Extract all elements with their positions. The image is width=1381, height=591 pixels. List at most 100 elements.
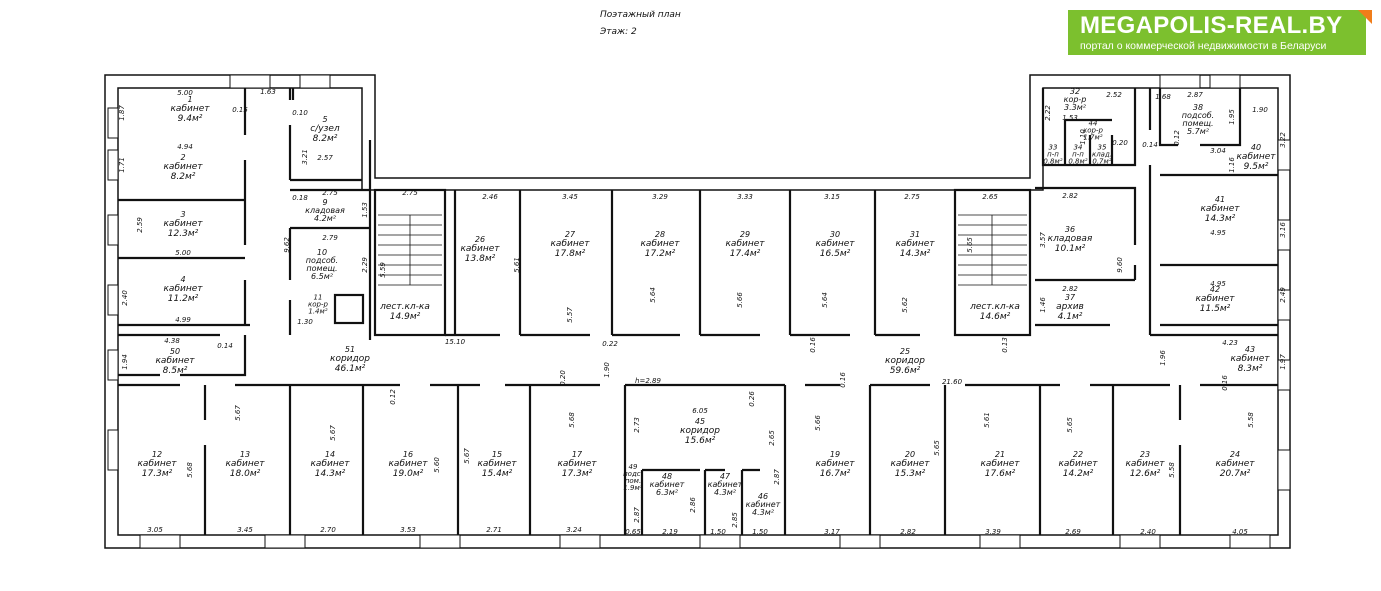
dimension-label: 0.16 xyxy=(809,337,817,353)
room-num: 21 xyxy=(994,450,1006,459)
room-name: кабинет xyxy=(163,162,203,172)
dimension-label: 2.71 xyxy=(486,526,502,534)
room-name: кабинет xyxy=(1125,459,1165,469)
room-num: 35 xyxy=(1097,143,1107,152)
room-area: 14.3м² xyxy=(314,469,346,479)
dimension-label: 5.00 xyxy=(175,249,191,257)
dimension-label: 1.10 xyxy=(1079,129,1087,145)
dimension-label: 1.95 xyxy=(1228,109,1236,125)
room-num: 12 xyxy=(151,450,163,459)
floor-label: Этаж: 2 xyxy=(600,27,637,37)
room-num: 5 xyxy=(322,115,328,124)
room-num: 46 xyxy=(757,492,769,501)
dimension-label: 5.67 xyxy=(463,448,471,464)
room-name: кладовая xyxy=(1047,234,1093,244)
room-num: 28 xyxy=(654,230,666,239)
room-name: кабинет xyxy=(1236,152,1276,162)
dimension-label: 0.15 xyxy=(232,106,248,114)
room-num: 15 xyxy=(491,450,503,459)
room-area: 17.2м² xyxy=(644,249,676,259)
dimension-label: 1.68 xyxy=(1155,93,1171,101)
room-area: 12.3м² xyxy=(167,229,199,239)
room-num: 31 xyxy=(909,230,921,239)
dimension-label: 4.95 xyxy=(1210,280,1226,288)
dimension-label: 0.22 xyxy=(602,340,618,348)
room-num: 44 xyxy=(1088,119,1098,128)
room-num: 17 xyxy=(571,450,583,459)
room-num: 33 xyxy=(1048,143,1058,152)
megapolis-logo[interactable]: MEGAPOLIS-REAL.BY портал о коммерческой … xyxy=(1068,10,1372,55)
dimension-label: 4.05 xyxy=(1232,528,1248,536)
room-area: 17.4м² xyxy=(729,249,761,259)
room-area: 0.8м² xyxy=(1068,157,1088,166)
room-area: 59.6м² xyxy=(889,366,921,376)
room-name: кабинет xyxy=(649,480,685,489)
room-name: лест.кл-ка xyxy=(380,302,430,312)
dimension-label: 1.96 xyxy=(1159,350,1167,366)
room-area: 3.3м² xyxy=(1064,103,1086,112)
room-num: 49 xyxy=(628,463,638,471)
dimension-label: 1.90 xyxy=(603,362,611,378)
room-area: 12.6м² xyxy=(1129,469,1161,479)
room-num: 25 xyxy=(899,347,911,356)
dimension-label: 2.69 xyxy=(1065,528,1081,536)
room-area: 11.2м² xyxy=(167,294,199,304)
dimension-label: 5.68 xyxy=(186,462,194,478)
room-name: кабинет xyxy=(388,459,428,469)
room-name: кабинет xyxy=(725,239,765,249)
dimension-label: 2.70 xyxy=(320,526,336,534)
room-area: 19.0м² xyxy=(392,469,424,479)
dimension-label: 3.29 xyxy=(652,193,668,201)
dimension-label: 3.39 xyxy=(985,528,1001,536)
dimension-label: 2.22 xyxy=(1044,105,1052,121)
room-area: 14.3м² xyxy=(899,249,931,259)
room-area: 9.4м² xyxy=(177,114,203,124)
room-area: 17.8м² xyxy=(554,249,586,259)
room-num: 34 xyxy=(1073,143,1083,152)
dimension-label: 5.64 xyxy=(821,292,829,308)
room-name: архив xyxy=(1056,302,1084,312)
dimension-label: 5.67 xyxy=(234,405,242,421)
dimension-label: 1.50 xyxy=(752,528,768,536)
dimension-label: 0.12 xyxy=(389,389,397,405)
room-area: 17.3м² xyxy=(141,469,173,479)
dimension-label: 3.45 xyxy=(237,526,253,534)
room-name: подсоб. помещ. xyxy=(305,256,339,273)
room-name: кабинет xyxy=(163,284,203,294)
room-name: кор-р xyxy=(308,300,328,309)
dimension-label: 5.66 xyxy=(736,292,744,308)
room-num: 41 xyxy=(1214,195,1226,204)
dimension-label: 0.16 xyxy=(839,372,847,388)
dimension-label: 5.67 xyxy=(329,425,337,441)
room-num: 43 xyxy=(1244,345,1256,354)
room-num: 20 xyxy=(904,450,916,459)
room-name: кабинет xyxy=(1195,294,1235,304)
room-name: кабинет xyxy=(895,239,935,249)
room-area: 1.7м² xyxy=(1083,133,1103,142)
room-name: кабинет xyxy=(980,459,1020,469)
dimension-label: 2.75 xyxy=(402,189,418,197)
dimension-label: 0.13 xyxy=(1001,337,1009,353)
room-area: 6.3м² xyxy=(656,488,678,497)
room-name: кабинет xyxy=(557,459,597,469)
dimension-label: 3.57 xyxy=(1039,232,1047,248)
dimension-label: 5.65 xyxy=(933,440,941,456)
room-area: 15.4м² xyxy=(481,469,513,479)
